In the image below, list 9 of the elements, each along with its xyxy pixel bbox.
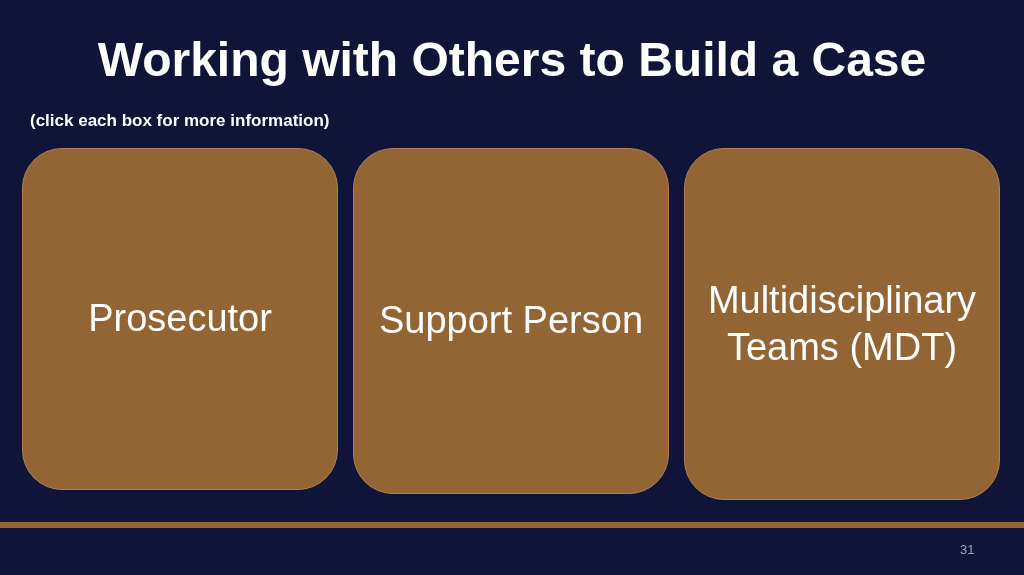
page-number: 31 (960, 541, 975, 559)
topic-card (684, 148, 1000, 500)
card-label: Support Person (378, 298, 644, 344)
topic-card (22, 148, 338, 490)
instruction-note: (click each box for more information) (30, 110, 330, 132)
slide-title: Working with Others to Build a Case (96, 36, 928, 84)
topic-card (353, 148, 669, 494)
card-label: Prosecutor (88, 296, 272, 342)
card-label: Multidisciplinary Teams (MDT) (706, 277, 978, 370)
